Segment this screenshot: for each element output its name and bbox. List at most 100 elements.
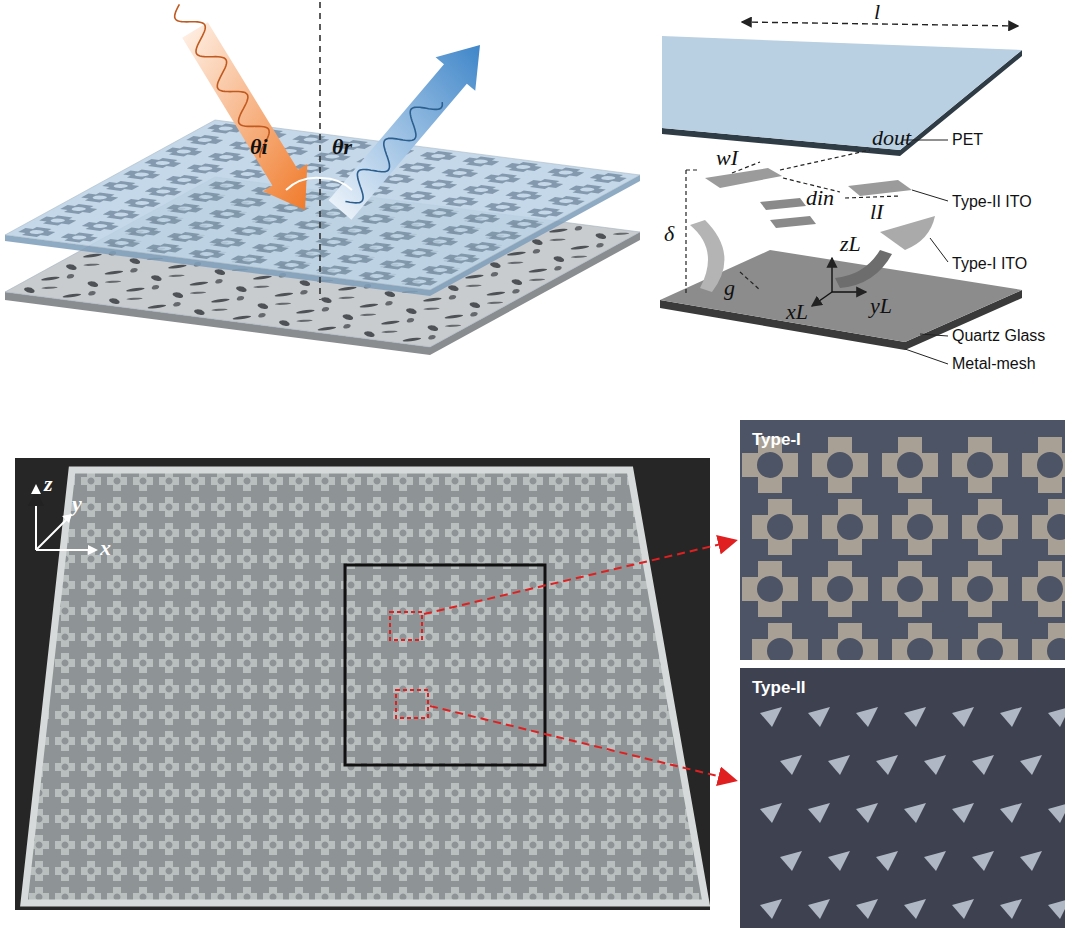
art-part xyxy=(397,247,441,259)
unit-cell xyxy=(752,623,808,660)
art-part xyxy=(468,302,482,308)
zoom-box xyxy=(390,612,422,640)
plate-face xyxy=(5,120,640,290)
unit-cell xyxy=(892,623,948,660)
art-part xyxy=(100,237,144,249)
art-part xyxy=(333,225,377,237)
symbol-label: θr xyxy=(332,135,352,159)
unit-cell xyxy=(780,851,802,871)
symbol-label: wI xyxy=(716,146,738,170)
symbol-label: δ xyxy=(664,222,674,246)
art-part xyxy=(486,301,504,304)
unit-cell xyxy=(808,803,830,823)
art-part xyxy=(163,231,207,243)
art-part xyxy=(319,297,333,303)
ito-piece xyxy=(690,220,724,292)
zoom-panel: Type-II xyxy=(740,668,1065,928)
unit-cell xyxy=(1048,899,1065,919)
beam-arrow xyxy=(329,45,480,220)
unit-cell xyxy=(828,851,850,871)
art-part xyxy=(375,230,419,242)
symbol-label: zL xyxy=(840,232,861,256)
art-part xyxy=(385,301,394,306)
art-part xyxy=(428,335,437,340)
unit-cell xyxy=(812,437,868,493)
art-part xyxy=(404,308,418,314)
symbol-label: z xyxy=(44,472,53,496)
art-part xyxy=(357,303,380,308)
art-part xyxy=(359,313,377,316)
unit-cell xyxy=(812,561,868,617)
art-part xyxy=(270,259,314,271)
art-part xyxy=(290,219,334,231)
art-part xyxy=(300,290,309,295)
art-part xyxy=(183,134,227,146)
unit-cell xyxy=(952,803,974,823)
art-part xyxy=(446,285,460,291)
unit-cell xyxy=(1032,499,1065,555)
art-part xyxy=(236,296,245,301)
art-part xyxy=(15,226,59,238)
art-part xyxy=(383,291,397,297)
symbol-label: lI xyxy=(870,200,883,224)
art-part xyxy=(549,238,567,241)
art-part xyxy=(439,224,483,236)
panel-title: Type-II xyxy=(740,668,818,708)
unit-cell xyxy=(876,851,898,871)
symbol-label: θi xyxy=(250,135,268,159)
art-part xyxy=(251,275,274,280)
art-part xyxy=(395,162,439,174)
art-part xyxy=(173,302,182,307)
art-part xyxy=(248,242,292,254)
axis xyxy=(832,291,866,292)
unit-cell xyxy=(962,499,1018,555)
unit-cell xyxy=(904,707,926,727)
symbol-label: din xyxy=(806,186,834,210)
art-part xyxy=(523,207,567,219)
art-part xyxy=(215,279,224,284)
art-part xyxy=(78,220,122,232)
unit-cell xyxy=(962,623,1018,660)
art-part xyxy=(355,270,399,282)
dimension-line xyxy=(780,150,870,170)
unit-cell xyxy=(752,499,808,555)
art-part xyxy=(130,268,139,273)
unit-cell xyxy=(856,803,878,823)
art-part xyxy=(596,243,605,248)
unit-cell xyxy=(1000,899,1022,919)
axis xyxy=(35,492,37,550)
art-part xyxy=(57,203,101,215)
art-part xyxy=(121,226,165,238)
art-part xyxy=(227,225,271,237)
art-part xyxy=(396,219,440,231)
art-part xyxy=(168,274,186,277)
art-part xyxy=(470,312,479,317)
art-part xyxy=(354,213,398,225)
art-part xyxy=(459,184,503,196)
art-part xyxy=(502,190,546,202)
art-part xyxy=(523,178,567,190)
art-part xyxy=(594,233,608,239)
art-part xyxy=(192,309,206,315)
axis-head xyxy=(31,484,98,555)
art-part xyxy=(397,276,441,288)
leader-line xyxy=(905,349,948,364)
art-part xyxy=(171,292,185,298)
art-part xyxy=(460,241,504,253)
art-part xyxy=(396,190,440,202)
art-part xyxy=(507,261,525,264)
metasurface-photo xyxy=(15,458,710,910)
unit-cell xyxy=(924,851,946,871)
art-part xyxy=(86,281,100,287)
art-part xyxy=(379,320,402,325)
unit-cell xyxy=(1032,623,1065,660)
art-part xyxy=(274,302,292,305)
art-part xyxy=(315,326,338,331)
art-part xyxy=(526,268,549,273)
unit-cell xyxy=(822,623,878,660)
art-part xyxy=(528,278,546,281)
art-part xyxy=(294,309,317,314)
art-part xyxy=(141,157,185,169)
part-label: Type-II ITO xyxy=(952,193,1032,211)
panel-ground xyxy=(740,668,1065,928)
